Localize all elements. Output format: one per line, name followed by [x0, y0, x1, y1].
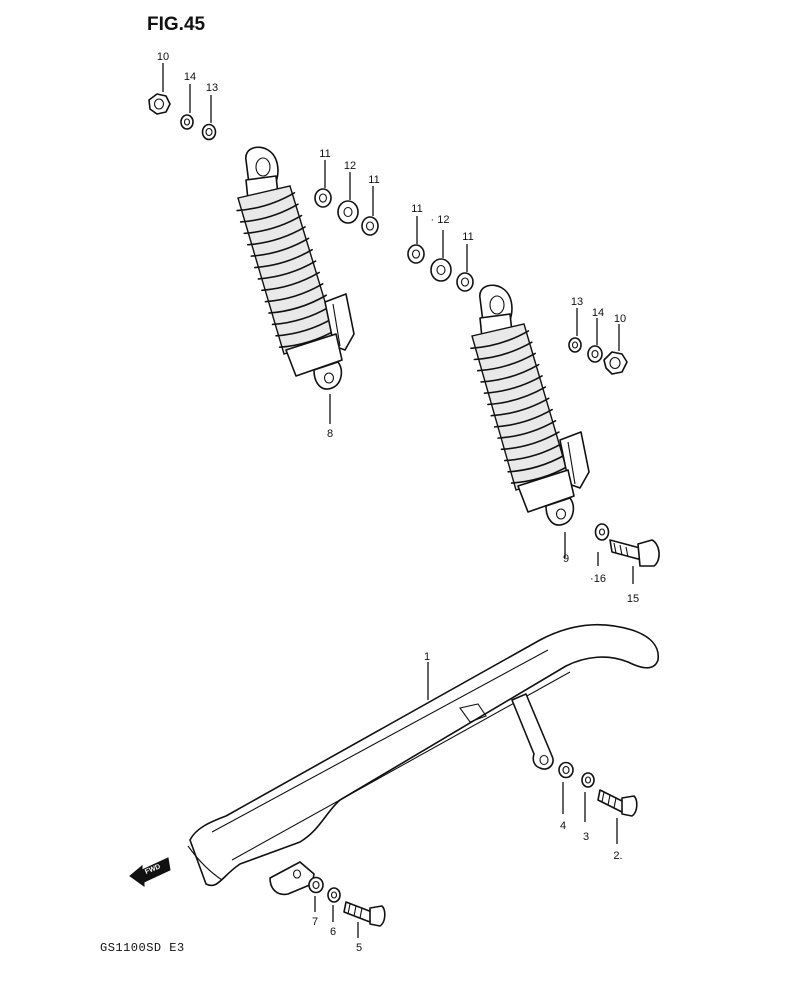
callout-8: 8 — [327, 428, 333, 440]
bushing-left — [337, 200, 359, 224]
callout-14a: 14 — [184, 71, 196, 83]
cap-nut-right — [603, 351, 628, 375]
callout-15: 15 — [627, 593, 639, 605]
callout-11b: 11 — [368, 174, 379, 186]
spring-coil — [490, 397, 550, 417]
callout-7: 7 — [312, 916, 318, 928]
spacer-washer-right-a — [407, 244, 425, 264]
washer-16 — [594, 523, 610, 541]
washer-right — [568, 337, 582, 353]
callout-12a: 12 — [344, 160, 356, 172]
callout-13b: 13 — [571, 296, 583, 308]
washer-7 — [308, 876, 324, 894]
callout-3: 3 — [583, 831, 589, 843]
bolt-15 — [609, 539, 660, 567]
lock-washer-top — [180, 114, 194, 130]
spring-coil — [493, 408, 553, 428]
spring-coil — [268, 294, 328, 314]
callout-14b: 14 — [592, 307, 604, 319]
callout-labels: 10 14 13 11 12 11 11 · 12 11 13 14 10 8 … — [157, 51, 639, 954]
spacer-washer-left-b — [361, 216, 379, 236]
callout-10b: 10 — [614, 313, 626, 325]
callout-9: 9 — [563, 553, 569, 565]
cap-nut-top — [148, 93, 171, 115]
figure-title: FIG.45 — [147, 14, 206, 35]
shock-absorber-left — [236, 146, 355, 390]
washer-4 — [558, 761, 574, 779]
callout-11d: 11 — [462, 231, 473, 243]
spring-coil — [257, 260, 317, 280]
callout-2: 2. — [613, 850, 622, 862]
spring-coil — [254, 248, 313, 269]
callout-12b: · 12 — [431, 214, 450, 226]
shock-absorber-right — [470, 284, 590, 526]
spring-coil — [470, 330, 530, 350]
callout-13a: 13 — [206, 82, 218, 94]
forward-direction-arrow: FWD — [129, 857, 171, 887]
spring-coil — [473, 341, 533, 361]
callout-16: ·16 — [590, 573, 606, 585]
spacer-washer-left-a — [314, 188, 332, 208]
spring-coil — [504, 442, 564, 462]
model-code: GS1100SD E3 — [100, 941, 185, 955]
callout-11c: 11 — [411, 203, 422, 215]
spring-coil — [271, 305, 331, 326]
spring-coil — [476, 352, 536, 372]
bushing-right — [430, 258, 452, 282]
spring-coil — [507, 453, 567, 473]
spring-coil — [261, 271, 320, 292]
spring-coil — [487, 386, 547, 406]
chain-case — [187, 623, 659, 896]
washer-top — [201, 123, 217, 141]
spacer-washer-right-b — [456, 272, 474, 292]
callout-4: 4 — [560, 820, 566, 832]
callout-6: 6 — [330, 926, 336, 938]
lock-washer-3 — [581, 772, 595, 788]
lock-washer-right — [587, 345, 603, 363]
spring-coil — [236, 191, 296, 212]
spring-coil — [500, 431, 560, 451]
callout-10a: 10 — [157, 51, 169, 63]
spring-coil — [243, 214, 303, 235]
spring-coil — [480, 363, 540, 383]
callout-5: 5 — [356, 942, 362, 954]
lock-washer-6 — [327, 887, 341, 903]
spring-coil — [246, 226, 306, 246]
callout-1: 1 — [424, 651, 430, 663]
spring-coil — [497, 420, 557, 439]
callout-11a: 11 — [319, 148, 330, 160]
spring-coil — [250, 237, 310, 257]
bolt-2 — [597, 789, 638, 817]
spring-coil — [239, 203, 299, 223]
spring-coil — [264, 283, 324, 303]
bolt-5 — [343, 901, 386, 927]
spring-coil — [483, 375, 543, 394]
